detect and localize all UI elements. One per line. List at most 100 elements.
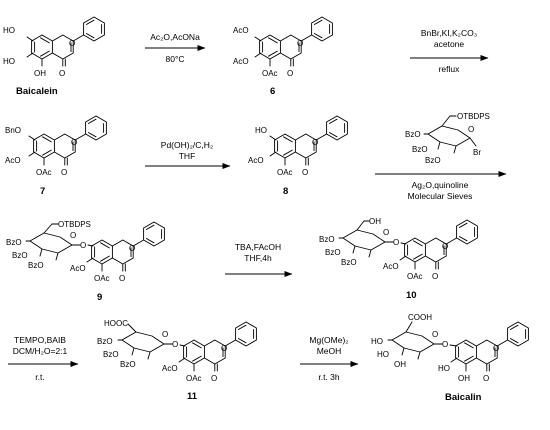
step3-solvent: THF bbox=[179, 151, 196, 161]
step7-reagents: Mg(OMe)₂ bbox=[309, 335, 348, 345]
label-cooh: HOOC bbox=[104, 319, 128, 328]
step5-conditions: THF,4h bbox=[244, 253, 272, 263]
label-carbonyl-o: O bbox=[302, 168, 308, 177]
label-sugar-ring-o: O bbox=[70, 231, 76, 240]
compound-label-9: 9 bbox=[97, 292, 102, 303]
label-ho-7: HO bbox=[255, 126, 267, 135]
step3-reagents: Pd(OH)₂/C,H₂ bbox=[161, 140, 213, 150]
label-bzo-2: BzO bbox=[425, 156, 441, 165]
compound-11: HOOC BzO BzO BzO O O AcO OAc O O 11 bbox=[97, 319, 257, 402]
label-aco-6: AcO bbox=[70, 264, 86, 273]
step7-solvent: MeOH bbox=[317, 346, 342, 356]
label-glycosidic-o: O bbox=[80, 241, 86, 250]
step5-reagents: TBA,FAcOH bbox=[235, 242, 281, 252]
label-bzo-3: BzO bbox=[412, 145, 428, 154]
label-oac-5: OAc bbox=[186, 374, 202, 383]
label-ring-o: O bbox=[297, 39, 303, 48]
label-aco-6: AcO bbox=[383, 262, 399, 271]
step6-reagents: TEMPO,BAIB bbox=[14, 335, 66, 345]
label-oh-5: OH bbox=[458, 374, 470, 383]
compound-baicalein: HO HO OH O O Baicalein bbox=[3, 16, 105, 97]
compound-6: AcO AcO OAc O O 6 bbox=[233, 16, 333, 97]
step-7: Mg(OMe)₂ MeOH r.t. 3h bbox=[300, 335, 359, 382]
label-bno-7: BnO bbox=[5, 126, 21, 135]
label-ring-o: O bbox=[442, 242, 448, 251]
compound-label-10: 10 bbox=[406, 290, 417, 301]
label-oac-5: OAc bbox=[407, 272, 423, 281]
label-ring-o: O bbox=[71, 138, 77, 147]
step1-conditions: 80°C bbox=[166, 54, 185, 64]
label-glycosidic-o: O bbox=[172, 340, 178, 349]
label-cooh: COOH bbox=[408, 313, 432, 322]
label-aco-6: AcO bbox=[162, 364, 178, 373]
label-carbonyl-o: O bbox=[119, 274, 125, 283]
label-ring-o: O bbox=[468, 125, 474, 134]
label-ho-6: HO bbox=[3, 57, 15, 66]
compound-10: OH BzO BzO BzO O O AcO OAc O O 10 bbox=[319, 217, 478, 301]
label-aco-6: AcO bbox=[248, 156, 264, 165]
step-5: TBA,FAcOH THF,4h bbox=[225, 242, 293, 277]
compound-label-7: 7 bbox=[40, 186, 45, 197]
step-2: BnBr,KI,K₂CO₃ acetone reflux bbox=[410, 28, 489, 74]
step1-reagents: Ac₂O,AcONa bbox=[150, 32, 200, 42]
step-3: Pd(OH)₂/C,H₂ THF bbox=[145, 140, 231, 169]
label-ring-o: O bbox=[69, 39, 75, 48]
compound-8: HO AcO OAc O O 8 bbox=[248, 115, 348, 197]
label-oh-5: OH bbox=[34, 69, 46, 78]
label-ho-7: HO bbox=[3, 26, 15, 35]
label-oac-5: OAc bbox=[262, 69, 278, 78]
label-bzo-2: BzO bbox=[341, 258, 357, 267]
compound-label-11: 11 bbox=[187, 391, 198, 402]
label-bzo-4: BzO bbox=[97, 337, 113, 346]
label-aco-7: AcO bbox=[233, 26, 249, 35]
glycosyl-bromide-donor: OTBDPS BzO BzO BzO O Br bbox=[405, 112, 490, 165]
label-carbonyl-o: O bbox=[61, 168, 67, 177]
step6-conditions: r.t. bbox=[35, 372, 44, 382]
label-sugar-ring-o: O bbox=[383, 228, 389, 237]
label-glycosidic-o: O bbox=[442, 340, 448, 349]
label-ho-4: HO bbox=[371, 337, 383, 346]
label-bzo-4: BzO bbox=[319, 235, 335, 244]
label-aco-6: AcO bbox=[233, 57, 249, 66]
label-carbonyl-o: O bbox=[432, 272, 438, 281]
compound-label-baicalin: Baicalin bbox=[445, 392, 482, 403]
label-bzo-3: BzO bbox=[325, 248, 341, 257]
label-carbonyl-o: O bbox=[59, 69, 65, 78]
label-bzo-4: BzO bbox=[6, 238, 22, 247]
label-oac-5: OAc bbox=[36, 168, 52, 177]
label-ring-o: O bbox=[312, 138, 318, 147]
step6-solvent: DCM/H₂O=2:1 bbox=[13, 346, 68, 356]
label-ring-o: O bbox=[221, 344, 227, 353]
label-oh-2: OH bbox=[394, 360, 406, 369]
label-otbdps: OTBDPS bbox=[58, 220, 91, 229]
label-oac-5: OAc bbox=[94, 274, 110, 283]
label-bzo-3: BzO bbox=[12, 251, 28, 260]
label-br: Br bbox=[473, 148, 481, 157]
label-glycosidic-o: O bbox=[393, 238, 399, 247]
label-carbonyl-o: O bbox=[287, 69, 293, 78]
label-oh: OH bbox=[369, 217, 381, 226]
label-aco-6: AcO bbox=[5, 156, 21, 165]
step-6: TEMPO,BAIB DCM/H₂O=2:1 r.t. bbox=[8, 335, 79, 382]
label-sugar-ring-o: O bbox=[162, 330, 168, 339]
step4-additive: Molecular Sieves bbox=[408, 191, 473, 201]
label-carbonyl-o: O bbox=[483, 374, 489, 383]
compound-label-6: 6 bbox=[270, 86, 275, 97]
step-4: OTBDPS BzO BzO BzO O Br Ag₂O,quinoline M… bbox=[375, 112, 507, 201]
label-ho-6: HO bbox=[438, 364, 450, 373]
label-ring-o: O bbox=[129, 244, 135, 253]
label-bzo-2: BzO bbox=[28, 261, 44, 270]
step4-reagents: Ag₂O,quinoline bbox=[412, 180, 469, 190]
step-1: Ac₂O,AcONa 80°C bbox=[145, 32, 206, 64]
step7-conditions: r.t. 3h bbox=[318, 372, 340, 382]
label-ho-3: HO bbox=[377, 350, 389, 359]
step2-solvent: acetone bbox=[434, 39, 465, 49]
compound-label-8: 8 bbox=[283, 186, 288, 197]
label-sugar-ring-o: O bbox=[432, 330, 438, 339]
label-carbonyl-o: O bbox=[211, 374, 217, 383]
label-bzo-2: BzO bbox=[120, 360, 136, 369]
label-bzo-4: BzO bbox=[405, 130, 421, 139]
compound-9: OTBDPS BzO BzO BzO O O AcO OAc O O 9 bbox=[6, 220, 165, 303]
label-otbdps: OTBDPS bbox=[457, 112, 490, 121]
